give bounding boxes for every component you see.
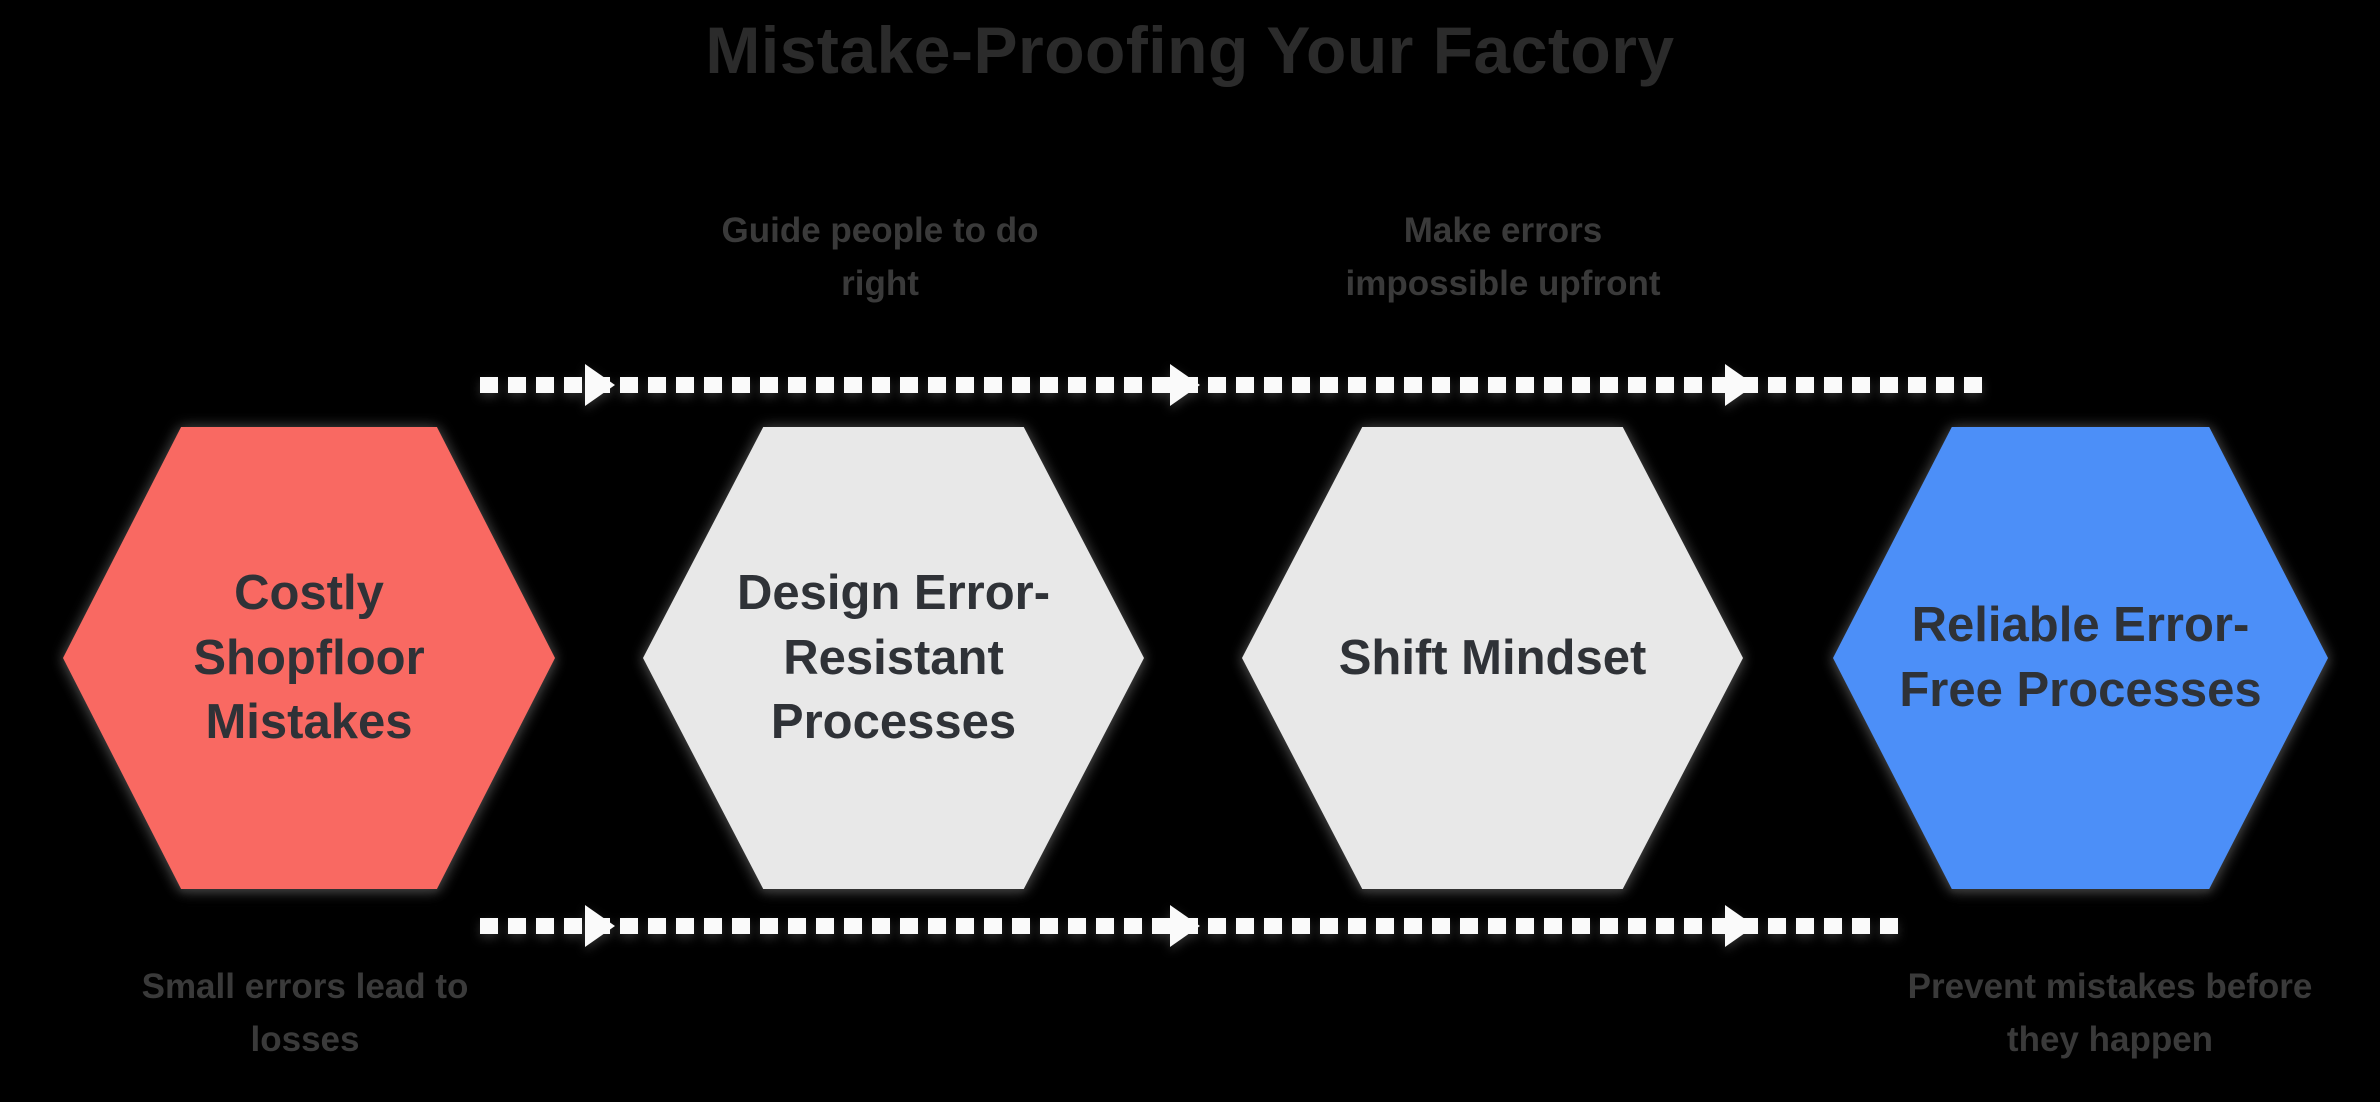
dashed-arrow-top xyxy=(480,364,1988,406)
hexagon-step-label: Reliable Error-Free Processes xyxy=(1899,598,2262,717)
arrowhead-icon xyxy=(1170,905,1200,947)
hexagon-shape: Costly Shopfloor Mistakes xyxy=(63,427,555,889)
annotation-top-right: Make errors impossible upfront xyxy=(1345,211,1661,304)
annotation-bottom-right: Prevent mistakes before they happen xyxy=(1907,967,2313,1060)
dashed-arrow-bottom xyxy=(480,905,1908,947)
hexagon-step-label: Shift Mindset xyxy=(1338,630,1647,685)
hexagon-step-shift-mindset: Shift Mindset xyxy=(1242,427,1743,889)
hexagon-step-label: Design Error-Resistant Processes xyxy=(736,565,1051,750)
hexagon-shape: Design Error-Resistant Processes xyxy=(643,427,1144,889)
hexagon-shape: Shift Mindset xyxy=(1242,427,1743,889)
hexagon-step-costly-shopfloor-mistakes: Costly Shopfloor Mistakes xyxy=(63,427,555,889)
arrowhead-icon xyxy=(585,905,615,947)
hexagon-step-reliable-error-free-processes: Reliable Error-Free Processes xyxy=(1833,427,2328,889)
diagram-title: Mistake-Proofing Your Factory xyxy=(705,13,1675,87)
arrowhead-icon xyxy=(1170,364,1200,406)
hexagon-step-label: Costly Shopfloor Mistakes xyxy=(193,565,425,750)
arrowhead-icon xyxy=(1725,364,1755,406)
annotation-bottom-left: Small errors lead to losses xyxy=(141,967,469,1060)
annotation-top-left: Guide people to do right xyxy=(721,211,1039,304)
arrowhead-icon xyxy=(1725,905,1755,947)
hexagon-shape: Reliable Error-Free Processes xyxy=(1833,427,2328,889)
hexagon-step-design-error-resistant-processes: Design Error-Resistant Processes xyxy=(643,427,1144,889)
arrowhead-icon xyxy=(585,364,615,406)
